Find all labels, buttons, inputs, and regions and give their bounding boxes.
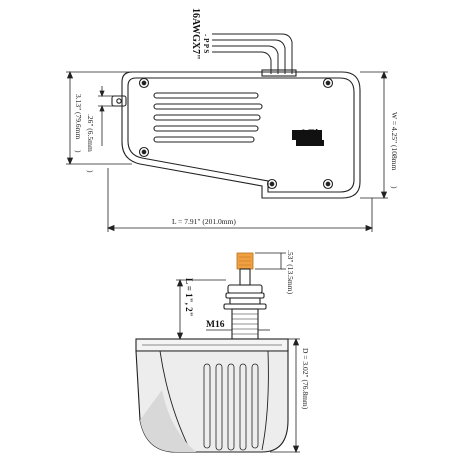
thread-label: M16 — [206, 320, 225, 330]
screw-top-left — [138, 77, 150, 89]
screw-bottom-right — [322, 178, 334, 190]
wire-exit-block — [261, 69, 297, 77]
shaft-length-label: L = 1", 2" — [184, 278, 194, 317]
width-label: W = 4.25" (108mm — [390, 112, 399, 171]
shaft-height-dimension — [255, 252, 286, 270]
shaft-length-dimension — [176, 278, 226, 341]
length-label: L = 7.91" (201.0mm) — [172, 217, 236, 226]
shaft-height-label: .53" (13.5mm) — [286, 250, 295, 295]
threaded-bushing — [231, 308, 259, 340]
screw-top-right — [322, 77, 334, 89]
housing-outline — [121, 71, 361, 199]
housing-ribs — [203, 363, 259, 451]
side-view — [135, 252, 300, 454]
length-dimension — [106, 168, 374, 232]
brand-logo-text: AFi — [297, 127, 318, 141]
offset-label: 3.13" (79.6mm — [74, 94, 83, 140]
housing-shadow — [140, 390, 196, 452]
wire-bundle — [212, 33, 293, 74]
mounting-tab — [111, 95, 127, 107]
cooling-ribs — [153, 92, 263, 143]
housing-left-curve — [159, 350, 191, 451]
offset-label-close: ) — [74, 150, 83, 153]
screw-bottom-left — [138, 146, 150, 158]
housing-right-curve — [261, 350, 269, 451]
housing-inner-outline — [127, 77, 355, 193]
depth-label: D = 3.02" (76.8mm) — [301, 348, 310, 410]
wire-sub-label: - P P S — [202, 34, 210, 53]
shaft-tip — [236, 252, 254, 270]
screw-bottom-mid — [266, 178, 278, 190]
shaft-nut — [223, 284, 267, 310]
small-offset-label: .26" (6.5mm — [86, 114, 95, 152]
brand-logo — [292, 130, 324, 146]
small-offset-dimension — [98, 86, 118, 146]
housing-top-plate — [135, 338, 289, 352]
offset-dimension — [66, 70, 132, 166]
depth-dimension — [270, 337, 300, 454]
top-view — [66, 33, 388, 232]
shaft — [239, 268, 251, 286]
width-dimension — [360, 70, 388, 200]
wire-gauge-label: 16AWGX7" — [190, 8, 201, 60]
width-label-close: ) — [390, 186, 399, 189]
small-offset-label-close: ) — [86, 170, 95, 173]
